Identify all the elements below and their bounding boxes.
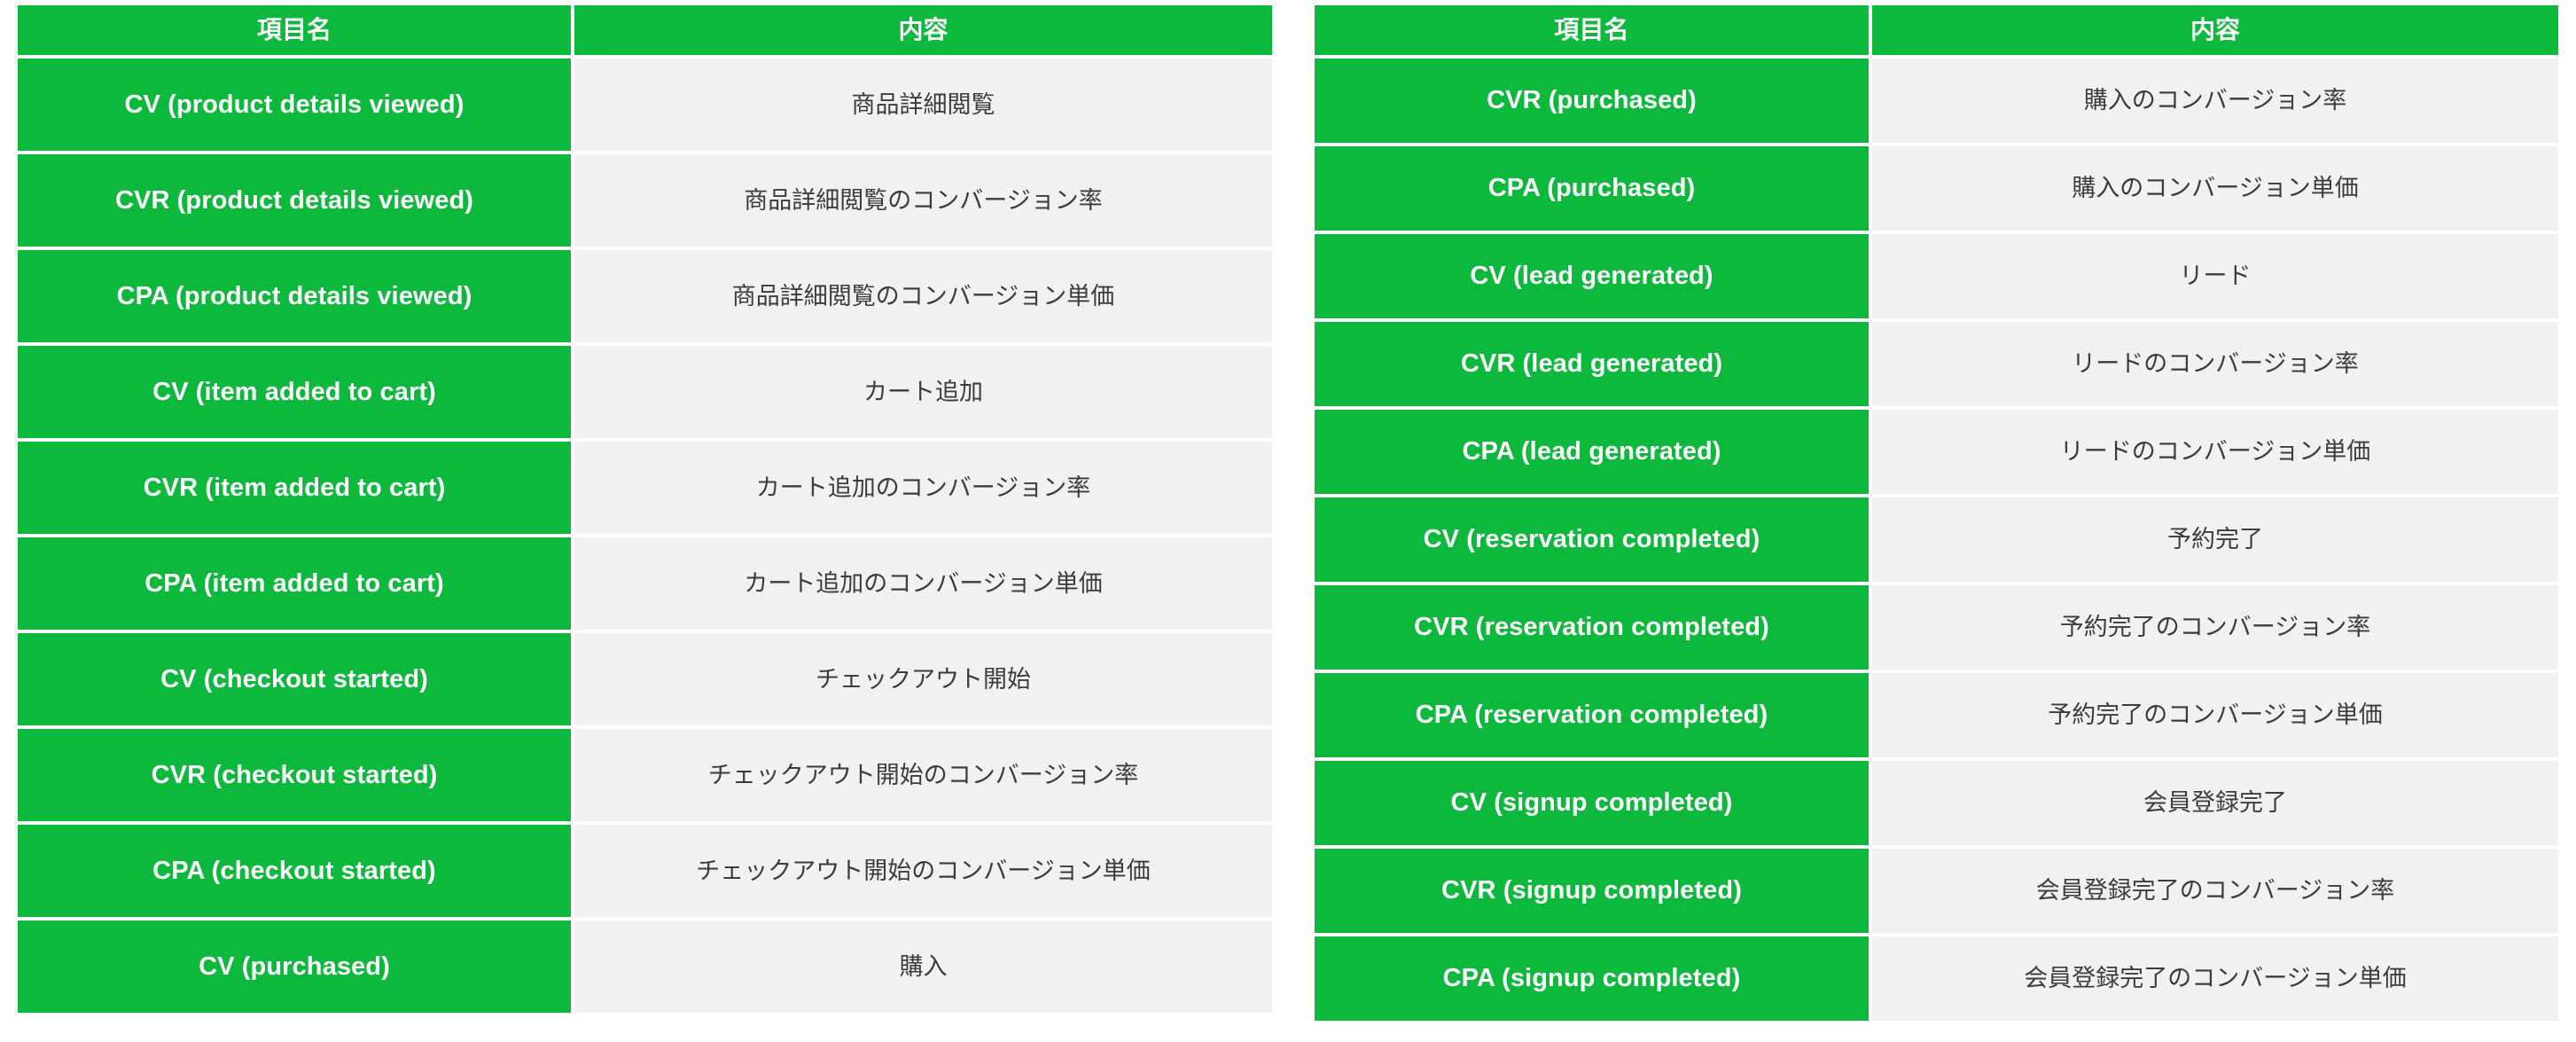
metric-description: チェックアウト開始のコンバージョン率 xyxy=(574,729,1272,821)
metric-description: 購入 xyxy=(574,921,1272,1013)
table-row: CV (signup completed) 会員登録完了 xyxy=(1315,761,2576,845)
metric-name: CVR (signup completed) xyxy=(1315,849,1869,933)
table-row: CPA (purchased) 購入のコンバージョン単価 xyxy=(1315,146,2576,231)
column-header-item-name: 項目名 xyxy=(1315,5,1869,55)
metric-name: CV (purchased) xyxy=(18,921,571,1013)
metric-description: 商品詳細閲覧のコンバージョン単価 xyxy=(574,250,1272,342)
metric-description: 会員登録完了のコンバージョン率 xyxy=(1872,849,2558,933)
metric-description: カート追加のコンバージョン率 xyxy=(574,442,1272,534)
column-header-description: 内容 xyxy=(574,5,1272,55)
table-row: CV (item added to cart) カート追加 xyxy=(18,346,1272,438)
metric-description: 会員登録完了のコンバージョン単価 xyxy=(1872,936,2558,1021)
table-row: CPA (item added to cart) カート追加のコンバージョン単価 xyxy=(18,537,1272,630)
table-row: CPA (reservation completed) 予約完了のコンバージョン… xyxy=(1315,673,2576,757)
metric-description: 商品詳細閲覧 xyxy=(574,59,1272,151)
table-row: CVR (lead generated) リードのコンバージョン率 xyxy=(1315,322,2576,406)
metric-name: CPA (signup completed) xyxy=(1315,936,1869,1021)
metric-name: CV (checkout started) xyxy=(18,633,571,725)
metric-description: チェックアウト開始のコンバージョン単価 xyxy=(574,825,1272,917)
metric-description: 会員登録完了 xyxy=(1872,761,2558,845)
metric-description: カート追加 xyxy=(574,346,1272,438)
table-row: CV (lead generated) リード xyxy=(1315,234,2576,318)
metric-description: リード xyxy=(1872,234,2558,318)
metric-description: 予約完了のコンバージョン単価 xyxy=(1872,673,2558,757)
table-header-row: 項目名 内容 xyxy=(18,5,1272,55)
metric-description: 予約完了のコンバージョン率 xyxy=(1872,585,2558,670)
metric-name: CVR (lead generated) xyxy=(1315,322,1869,406)
table-row: CPA (checkout started) チェックアウト開始のコンバージョン… xyxy=(18,825,1272,917)
metric-name: CPA (lead generated) xyxy=(1315,410,1869,494)
metric-description: リードのコンバージョン単価 xyxy=(1872,410,2558,494)
table-row: CV (reservation completed) 予約完了 xyxy=(1315,497,2576,582)
metric-name: CPA (checkout started) xyxy=(18,825,571,917)
metric-description: チェックアウト開始 xyxy=(574,633,1272,725)
table-row: CVR (purchased) 購入のコンバージョン率 xyxy=(1315,59,2576,143)
table-row: CPA (lead generated) リードのコンバージョン単価 xyxy=(1315,410,2576,494)
table-row: CVR (checkout started) チェックアウト開始のコンバージョン… xyxy=(18,729,1272,821)
metric-name: CV (item added to cart) xyxy=(18,346,571,438)
metrics-table-left: 項目名 内容 CV (product details viewed) 商品詳細閲… xyxy=(0,0,1272,1016)
table-row: CV (purchased) 購入 xyxy=(18,921,1272,1013)
metric-description: 購入のコンバージョン率 xyxy=(1872,59,2558,143)
metric-description: リードのコンバージョン率 xyxy=(1872,322,2558,406)
metric-name: CV (reservation completed) xyxy=(1315,497,1869,582)
metrics-table-right: 項目名 内容 CVR (purchased) 購入のコンバージョン率 CPA (… xyxy=(1272,0,2576,1024)
metric-name: CV (product details viewed) xyxy=(18,59,571,151)
table-header-row: 項目名 内容 xyxy=(1315,5,2576,55)
metric-name: CVR (purchased) xyxy=(1315,59,1869,143)
metric-name: CPA (product details viewed) xyxy=(18,250,571,342)
metric-name: CVR (product details viewed) xyxy=(18,154,571,247)
metric-name: CPA (reservation completed) xyxy=(1315,673,1869,757)
table-row: CVR (item added to cart) カート追加のコンバージョン率 xyxy=(18,442,1272,534)
table-row: CPA (product details viewed) 商品詳細閲覧のコンバー… xyxy=(18,250,1272,342)
metric-description: 商品詳細閲覧のコンバージョン率 xyxy=(574,154,1272,247)
metric-description: 予約完了 xyxy=(1872,497,2558,582)
metric-description: カート追加のコンバージョン単価 xyxy=(574,537,1272,630)
table-row: CVR (product details viewed) 商品詳細閲覧のコンバー… xyxy=(18,154,1272,247)
table-row: CV (checkout started) チェックアウト開始 xyxy=(18,633,1272,725)
metric-name: CV (signup completed) xyxy=(1315,761,1869,845)
metric-name: CV (lead generated) xyxy=(1315,234,1869,318)
metric-name: CPA (item added to cart) xyxy=(18,537,571,630)
metric-name: CPA (purchased) xyxy=(1315,146,1869,231)
metric-description: 購入のコンバージョン単価 xyxy=(1872,146,2558,231)
column-header-item-name: 項目名 xyxy=(18,5,571,55)
metric-name: CVR (checkout started) xyxy=(18,729,571,821)
table-row: CVR (signup completed) 会員登録完了のコンバージョン率 xyxy=(1315,849,2576,933)
metric-name: CVR (item added to cart) xyxy=(18,442,571,534)
table-row: CPA (signup completed) 会員登録完了のコンバージョン単価 xyxy=(1315,936,2576,1021)
column-header-description: 内容 xyxy=(1872,5,2558,55)
table-row: CVR (reservation completed) 予約完了のコンバージョン… xyxy=(1315,585,2576,670)
table-row: CV (product details viewed) 商品詳細閲覧 xyxy=(18,59,1272,151)
metric-name: CVR (reservation completed) xyxy=(1315,585,1869,670)
